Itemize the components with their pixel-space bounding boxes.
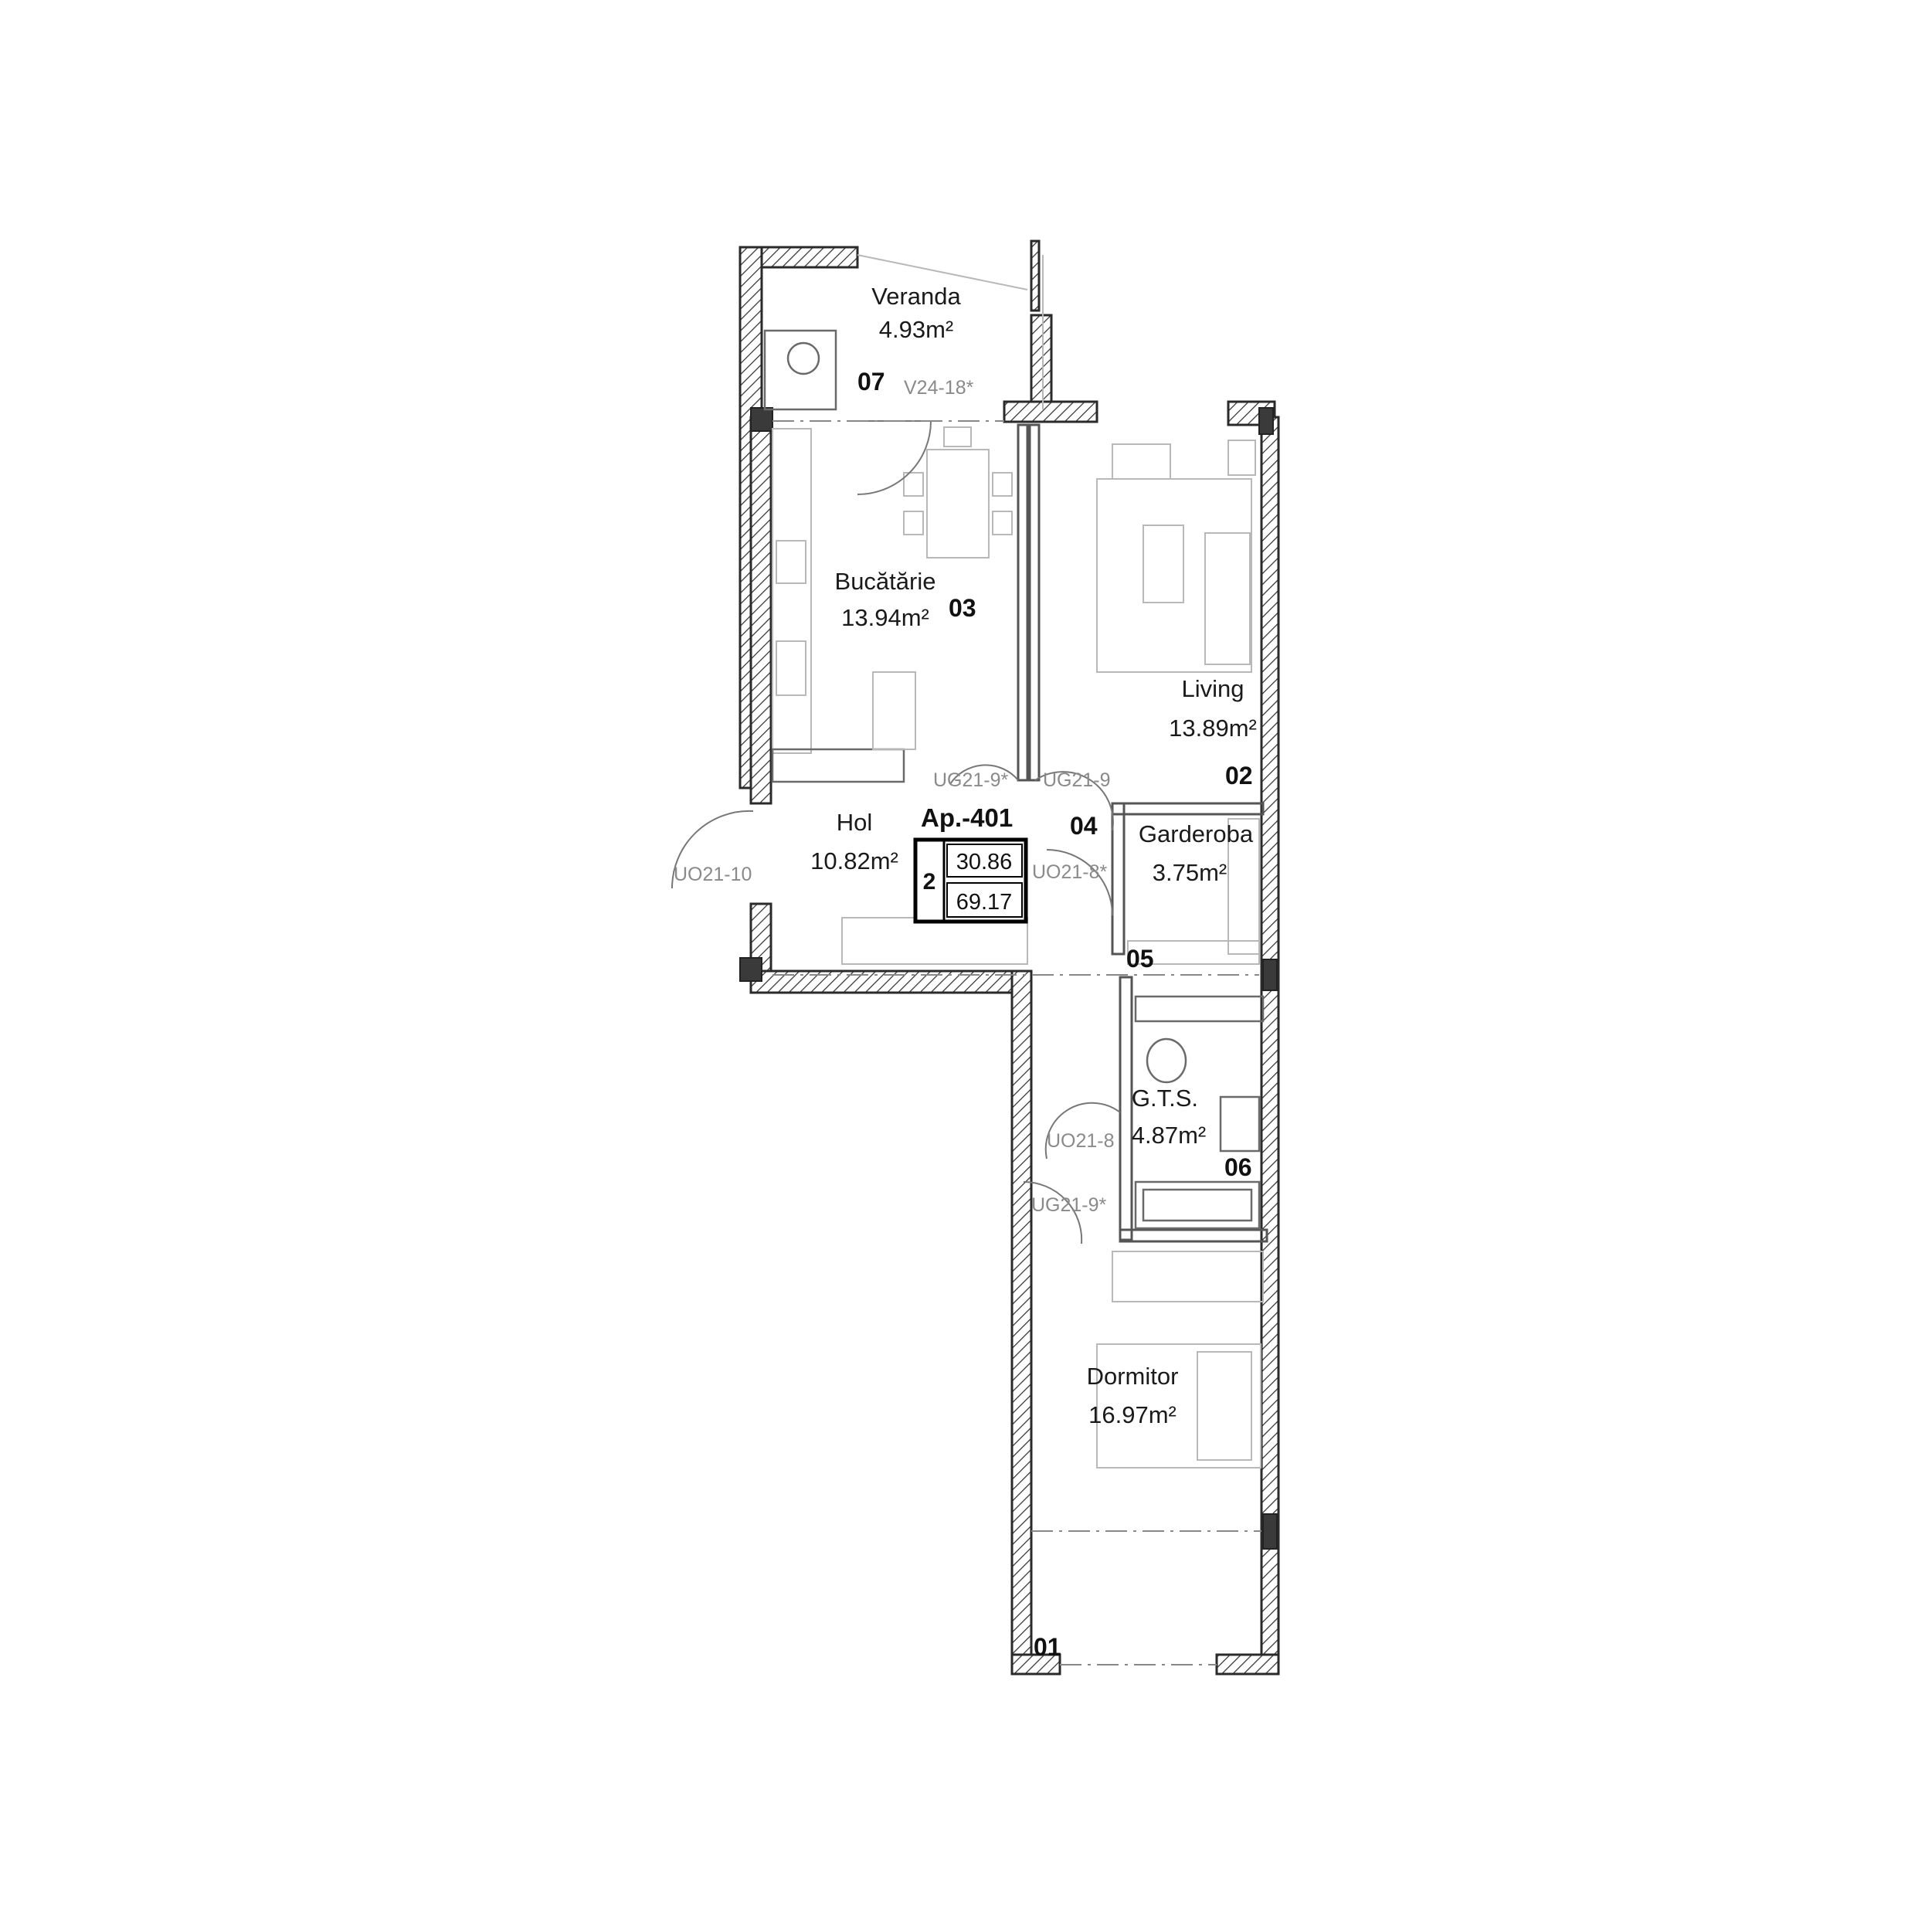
apartment-label: Ap.-401 [921,803,1013,832]
room-number: 07 [857,368,885,396]
room-name: Hol [837,809,873,836]
door-code-uo21-10: UO21-10 [674,864,752,885]
room-name: Living [1182,675,1244,702]
room-dormitor: Dormitor 16.97m² 01 [1034,1363,1178,1661]
room-number: 02 [1225,762,1253,789]
room-area: 13.89m² [1169,715,1257,742]
room-name: Veranda [871,283,961,310]
room-name: Bucătărie [835,568,936,595]
door-code-ug21-9-dormitor: UG21-9* [1031,1194,1107,1216]
room-area: 4.87m² [1132,1122,1206,1149]
apartment-living-area: 30.86 [956,850,1013,874]
apartment-box [913,837,1028,924]
room-gts: G.T.S. 4.87m² 06 [1132,1085,1252,1181]
room-number: 06 [1224,1153,1252,1181]
room-area: 16.97m² [1088,1401,1177,1428]
room-name: Garderoba [1139,820,1254,847]
door-code-uo21-8-gts: UO21-8 [1047,1130,1115,1152]
room-bucatarie: Bucătărie 13.94m² 03 [835,568,976,631]
doors [671,254,1261,1665]
room-name: G.T.S. [1132,1085,1198,1112]
door-code-v24-18: V24-18* [904,377,974,399]
room-living: Living 13.89m² 02 [1169,675,1257,789]
door-code-ug21-9-left: UG21-9* [933,769,1009,791]
room-area: 10.82m² [810,847,898,874]
door-code-ug21-9-right: UG21-9 [1043,769,1111,791]
apartment-total-area: 69.17 [956,890,1013,915]
room-garderoba: Garderoba 3.75m² 05 [1126,820,1254,973]
door-code-uo21-8-garderoba: UO21-8* [1032,861,1108,883]
door-codes: V24-18* UG21-9* UG21-9 UO21-10 UO21-8* U… [674,377,1115,1216]
room-name: Dormitor [1087,1363,1179,1390]
room-number: 03 [949,594,976,622]
room-number: 05 [1126,945,1154,973]
room-area: 3.75m² [1153,859,1227,886]
walls [739,239,1280,1676]
room-area: 4.93m² [879,316,953,343]
room-hol: Hol 10.82m² 04 [810,809,1098,874]
room-area: 13.94m² [841,604,929,631]
room-veranda: Veranda 4.93m² 07 [857,283,962,396]
apartment-rooms-count: 2 [923,869,936,895]
apartment-info: Ap.-401 2 30.86 69.17 [913,803,1028,924]
room-number: 01 [1034,1633,1061,1661]
room-number: 04 [1070,812,1098,840]
